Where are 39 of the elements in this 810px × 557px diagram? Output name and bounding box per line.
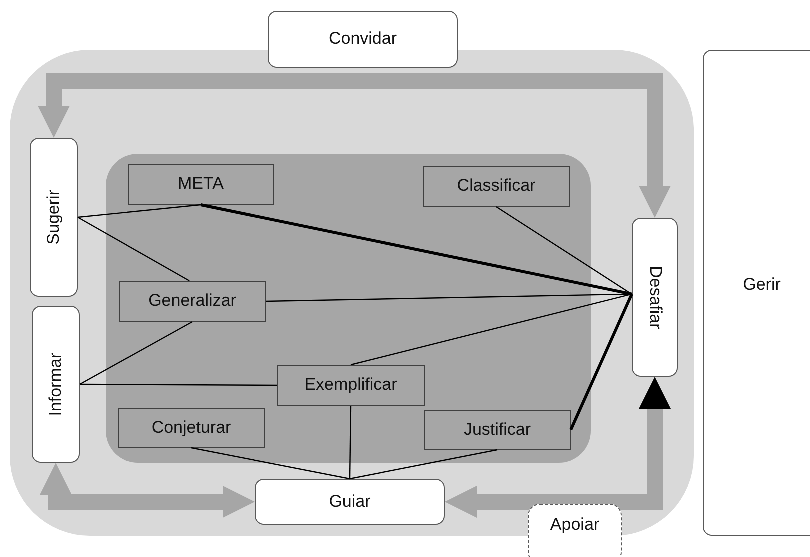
connector-line (200, 204, 632, 296)
rounded-box (528, 504, 622, 557)
node-label: Apoiar (550, 516, 600, 535)
node-label: Exemplificar (304, 376, 398, 395)
rounded-box (30, 138, 78, 297)
node-label: META (178, 175, 224, 194)
node-label: Informar (46, 352, 66, 416)
node-label: Generalizar (148, 292, 236, 311)
rounded-box (255, 479, 445, 525)
label-box (277, 365, 425, 406)
node-label: Desafiar (646, 266, 664, 330)
node-label: Classificar (457, 177, 536, 196)
connector-line (80, 321, 193, 386)
rounded-box (268, 11, 458, 68)
connector-line (350, 294, 632, 366)
connector-line (349, 406, 352, 479)
region-panel (10, 50, 694, 536)
node-label: Justificar (464, 420, 532, 440)
block-arrow (40, 463, 255, 518)
label-box (118, 408, 265, 448)
connector-line (78, 204, 202, 218)
rounded-box (632, 218, 678, 377)
connector-line (80, 384, 277, 386)
node-label: Guiar (329, 492, 371, 512)
block-arrow (38, 73, 671, 218)
node-label: Conjeturar (152, 418, 232, 438)
rounded-box (32, 306, 80, 463)
connector-line (496, 206, 632, 295)
rounded-box (703, 50, 810, 536)
inner-panel (106, 154, 591, 463)
node-label: Sugerir (44, 190, 64, 245)
node-label: Convidar (328, 30, 398, 49)
label-box (424, 410, 571, 450)
block-arrow (445, 377, 671, 518)
label-box (423, 166, 570, 207)
label-box (128, 164, 274, 205)
label-box (119, 281, 266, 322)
connector-line (78, 216, 190, 282)
node-label: Gerir (743, 276, 781, 295)
